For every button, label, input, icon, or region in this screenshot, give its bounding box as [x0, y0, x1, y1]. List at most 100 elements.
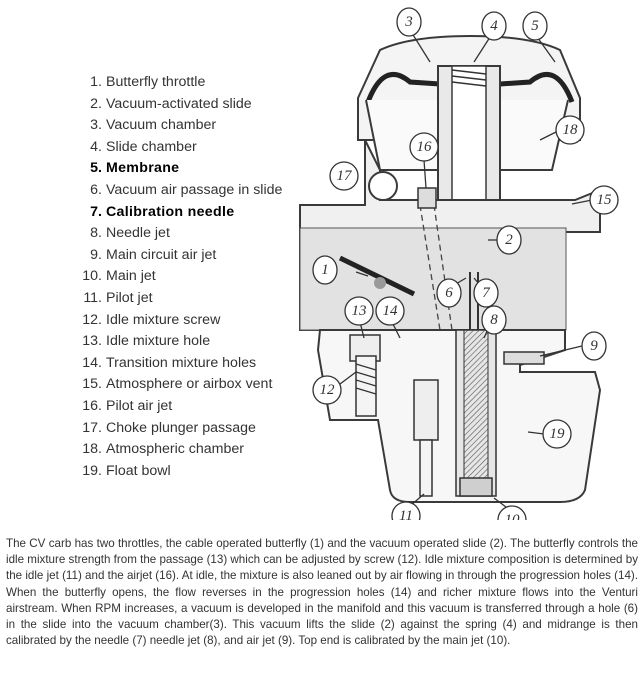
legend-number: 15.: [82, 376, 102, 393]
venturi: [299, 227, 567, 331]
callout-18: [555, 115, 585, 145]
callout-num-7: 7: [482, 285, 491, 301]
legend-label: Calibration needle: [106, 203, 235, 220]
callout-2: [496, 225, 522, 255]
legend-label: Transition mixture holes: [106, 354, 257, 371]
legend-item: 7.Calibration needle: [70, 202, 320, 224]
callout-num-16: 16: [417, 139, 433, 155]
callout-num-10: 10: [505, 512, 521, 520]
legend-number: 19.: [82, 462, 102, 479]
butterfly-shape: [338, 255, 416, 297]
legend-item: 16.Pilot air jet: [70, 396, 320, 418]
legend-item: 19.Float bowl: [70, 461, 320, 483]
callout-12: [312, 375, 342, 405]
carburetor-diagram: 3 4 5 2 6 7 8 9 15 1 12 13 14 16 17 18 1…: [299, 7, 619, 520]
legend-number: 2.: [90, 95, 102, 112]
legend-item: 3.Vacuum chamber: [70, 115, 320, 137]
legend-number: 6.: [90, 181, 102, 198]
membrane-shape: [365, 71, 575, 103]
legend-number: 17.: [82, 419, 102, 436]
legend-item: 5.Membrane: [70, 158, 320, 180]
legend-number: 11.: [83, 289, 102, 306]
callout-17: [329, 161, 359, 191]
callout-num-13: 13: [352, 303, 367, 319]
callout-5: [522, 11, 548, 41]
caption-text: The CV carb has two throttles, the cable…: [6, 537, 638, 648]
callout-10: [497, 505, 527, 520]
pilot-jet-shape: [413, 379, 439, 497]
legend-label: Vacuum air passage in slide: [106, 181, 283, 198]
legend-label: Idle mixture screw: [106, 311, 221, 328]
callout-num-8: 8: [490, 312, 498, 328]
callout-19: [542, 419, 572, 449]
callout-13: [344, 296, 374, 326]
callout-num-9: 9: [590, 338, 598, 354]
legend-item: 15.Atmosphere or airbox vent: [70, 374, 320, 396]
legend-number: 9.: [90, 246, 102, 263]
legend-item: 6.Vacuum air passage in slide: [70, 180, 320, 202]
callout-1: [312, 255, 338, 285]
legend-label: Slide chamber: [106, 138, 197, 155]
legend-label: Needle jet: [106, 225, 170, 242]
legend-item: 11.Pilot jet: [70, 288, 320, 310]
legend-number: 3.: [90, 117, 102, 134]
legend-label: Main jet: [106, 268, 156, 285]
legend-number: 4.: [90, 138, 102, 155]
callout-16: [409, 132, 439, 162]
legend-label: Pilot air jet: [106, 397, 173, 414]
legend-item: 13.Idle mixture hole: [70, 331, 320, 353]
callout-num-4: 4: [490, 18, 498, 34]
legend-item: 10.Main jet: [70, 266, 320, 288]
choke-passage-shape: [368, 171, 398, 201]
callout-num-1: 1: [321, 262, 329, 278]
callout-8: [481, 305, 507, 335]
callout-num-6: 6: [445, 285, 453, 301]
callout-num-2: 2: [505, 232, 513, 248]
idle-screw-shape: [349, 334, 381, 417]
legend-label: Idle mixture hole: [106, 333, 211, 350]
legend-item: 12.Idle mixture screw: [70, 310, 320, 332]
legend-number: 7.: [90, 203, 102, 220]
legend-label: Atmospheric chamber: [106, 441, 244, 458]
callout-3: [396, 7, 422, 37]
callout-9: [581, 331, 607, 361]
legend-label: Pilot jet: [106, 289, 153, 306]
legend-label: Butterfly throttle: [106, 74, 206, 90]
legend-label: Main circuit air jet: [106, 246, 217, 263]
callout-num-19: 19: [550, 426, 566, 442]
legend-number: 18.: [82, 441, 102, 458]
legend-label: Membrane: [106, 160, 180, 177]
callout-7: [473, 278, 499, 308]
legend-label: Vacuum chamber: [106, 117, 217, 134]
callout-labels: [312, 7, 619, 520]
legend-item: 2.Vacuum-activated slide: [70, 94, 320, 116]
callout-num-5: 5: [531, 18, 539, 34]
legend-number: 1.: [90, 74, 102, 90]
legend-label: Choke plunger passage: [106, 419, 256, 436]
legend-number: 16.: [82, 397, 102, 414]
callout-num-11: 11: [399, 508, 413, 520]
callout-15: [589, 185, 619, 215]
callout-num-12: 12: [320, 382, 336, 398]
legend-item: 4.Slide chamber: [70, 137, 320, 159]
legend-label: Vacuum-activated slide: [106, 95, 252, 112]
legend-item: 9.Main circuit air jet: [70, 245, 320, 267]
legend-number: 14.: [82, 354, 102, 371]
legend-number: 12.: [82, 311, 102, 328]
legend-label: Atmosphere or airbox vent: [106, 376, 273, 393]
legend-item: 18.Atmospheric chamber: [70, 439, 320, 461]
callout-num-3: 3: [404, 14, 413, 30]
legend-item: 17.Choke plunger passage: [70, 418, 320, 440]
callout-11: [391, 501, 421, 520]
legend-number: 13.: [82, 333, 102, 350]
callout-num-18: 18: [563, 122, 579, 138]
callout-num-17: 17: [337, 168, 354, 184]
legend-item: 14.Transition mixture holes: [70, 353, 320, 375]
legend-number: 8.: [90, 225, 102, 242]
callout-num-14: 14: [383, 303, 399, 319]
legend-item: 1.Butterfly throttle: [70, 72, 320, 94]
legend-item: 8.Needle jet: [70, 223, 320, 245]
callout-4: [481, 11, 507, 41]
callout-6: [436, 278, 462, 308]
